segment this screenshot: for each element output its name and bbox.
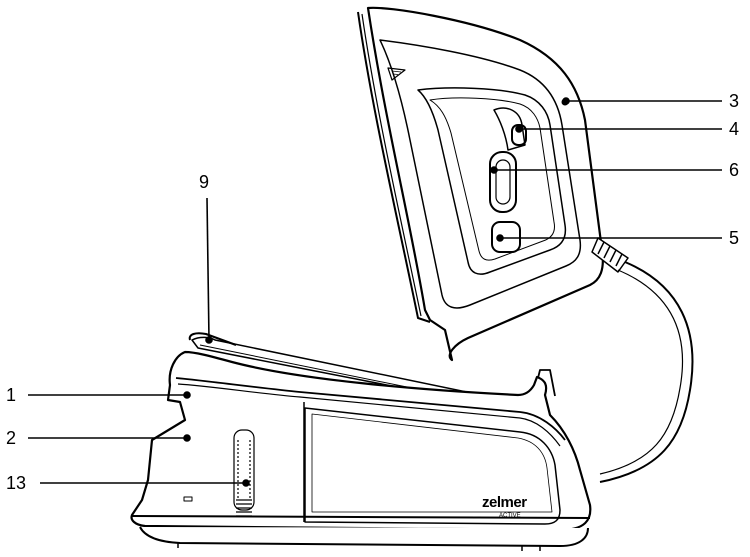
- release-lever: [188, 332, 237, 346]
- steam-iron: [357, 6, 629, 362]
- side-window: [304, 407, 561, 525]
- cord-strain-relief: [591, 237, 629, 273]
- leader-dot-9: [205, 336, 213, 344]
- base-station: [130, 332, 592, 551]
- callout-6: 6: [729, 160, 739, 180]
- callout-3: 3: [729, 91, 739, 111]
- steam-regulator: [491, 221, 521, 253]
- iron-side-panel: [379, 39, 582, 309]
- leader-dot-3: [562, 97, 570, 105]
- leader-dot-13: [242, 479, 250, 487]
- temperature-dial: [489, 151, 517, 213]
- iron-body-outline: [366, 6, 604, 362]
- brand-logo: zelmer: [482, 494, 527, 511]
- power-cord: [599, 261, 694, 483]
- small-marking: [183, 496, 193, 502]
- water-level-indicator: [233, 429, 255, 517]
- rest-post: [537, 369, 556, 397]
- leader-dot-6: [490, 166, 498, 174]
- callout-5: 5: [729, 228, 739, 248]
- callout-4: 4: [729, 119, 739, 139]
- leader-line-9: [206, 197, 210, 341]
- base-foot: [139, 526, 589, 547]
- spray-button: [493, 107, 526, 151]
- callout-2: 2: [6, 428, 16, 448]
- callout-9: 9: [199, 172, 209, 192]
- iron-logo-triangle: [387, 67, 406, 81]
- brand-model: ACTIVE: [499, 513, 521, 519]
- leader-dot-1: [183, 391, 191, 399]
- iron-soleplate: [357, 11, 431, 323]
- callout-13: 13: [6, 473, 26, 493]
- leader-lines: [28, 97, 722, 487]
- callout-1: 1: [6, 385, 16, 405]
- leader-dot-2: [183, 434, 191, 442]
- leader-dot-5: [496, 234, 504, 242]
- leader-dot-4: [515, 125, 523, 133]
